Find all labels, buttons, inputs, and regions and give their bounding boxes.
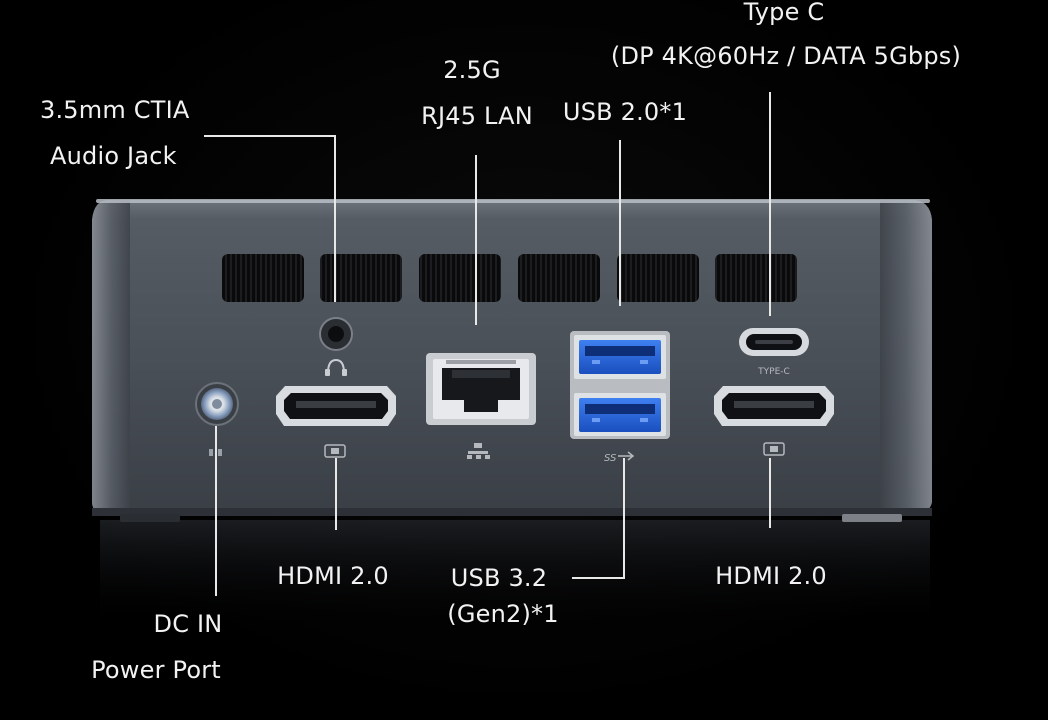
- label-dcin-line2: Power Port: [91, 656, 221, 684]
- type-c-port: TYPE-C: [739, 328, 809, 377]
- label-hdmi-right: HDMI 2.0: [715, 562, 827, 590]
- label-audio-line1: 3.5mm CTIA: [40, 96, 190, 124]
- label-dcin-line1: DC IN: [153, 610, 223, 638]
- label-typec-line2: (DP 4K@60Hz / DATA 5Gbps): [610, 42, 962, 70]
- usb-ss-mark: SS: [604, 453, 617, 464]
- leader-lines: [204, 92, 771, 596]
- label-hdmi-left: HDMI 2.0: [277, 562, 389, 590]
- label-typec-line1: Type C: [743, 0, 825, 26]
- leader-usb32: [572, 458, 625, 579]
- floor-reflection: [100, 520, 930, 630]
- dc-in-port: [195, 382, 239, 456]
- vent-grille: [222, 254, 797, 302]
- usb-port-stack: SS: [570, 331, 670, 464]
- audio-jack-port: [319, 317, 353, 376]
- label-usb32-line1: USB 3.2: [450, 564, 548, 592]
- label-lan-line1: 2.5G: [443, 56, 501, 84]
- hdmi-left-port: [276, 386, 396, 458]
- label-audio-line2: Audio Jack: [50, 142, 177, 170]
- label-usb2: USB 2.0*1: [562, 98, 688, 126]
- label-lan-line2: RJ45 LAN: [421, 102, 533, 130]
- rj45-lan-port: [426, 353, 536, 459]
- leader-audio: [204, 135, 336, 302]
- type-c-mark: TYPE-C: [757, 367, 790, 377]
- label-usb32-line2: (Gen2)*1: [447, 600, 559, 628]
- hdmi-right-port: [714, 386, 834, 456]
